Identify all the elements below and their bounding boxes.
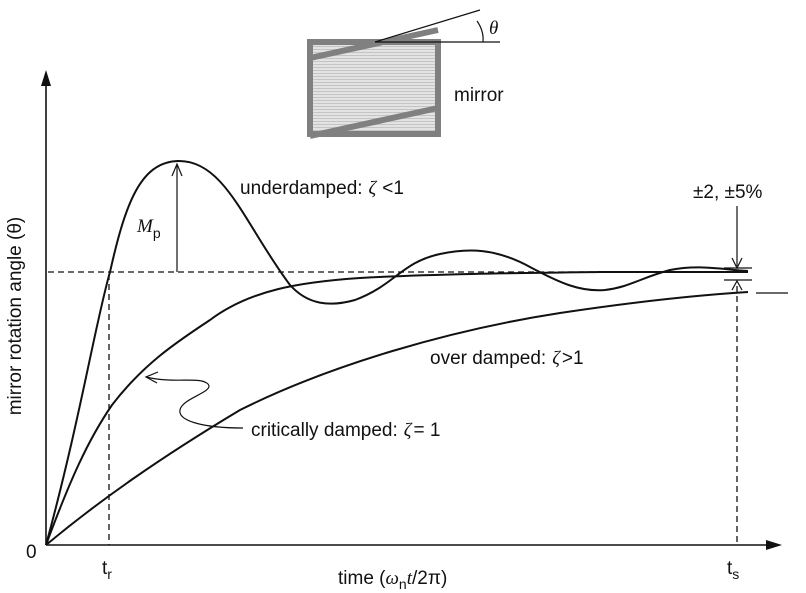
overdamped-curve [45, 291, 749, 546]
mirror-blade-bottom [309, 105, 439, 139]
critical-pointer-head [144, 371, 159, 384]
mirror-illustration: θ mirror [307, 9, 504, 139]
underdamped-curve [45, 159, 749, 546]
overshoot-arrow-head [171, 162, 183, 177]
mirror-tilt-line [374, 9, 481, 43]
y-axis-arrow [41, 70, 51, 86]
critical-label: critically damped:ζ= 1 [251, 420, 440, 441]
tick-tr: tr [102, 558, 112, 582]
mirror-blade-top [309, 27, 439, 61]
mirror-angle-symbol: θ [489, 18, 498, 39]
tick-ts: ts [727, 558, 739, 582]
origin-label: 0 [26, 542, 37, 563]
critical-pointer-line [145, 376, 244, 429]
mirror-label: mirror [454, 85, 504, 106]
x-axis-arrow [766, 540, 782, 550]
underdamped-label: underdamped:ζ<1 [240, 178, 404, 199]
y-axis-label: mirror rotation angle (θ) [5, 217, 26, 416]
tolerance-arrow-bottom-head [731, 279, 743, 291]
mirror-angle-arc [476, 20, 484, 43]
x-axis-label: time (ωnt/2π) [338, 568, 447, 592]
mirror-body [307, 39, 441, 137]
overdamped-label: over damped:ζ>1 [430, 348, 584, 369]
critically-damped-curve [45, 271, 748, 546]
tolerance-label: ±2, ±5% [693, 182, 763, 203]
overshoot-label: Mp [136, 216, 161, 241]
